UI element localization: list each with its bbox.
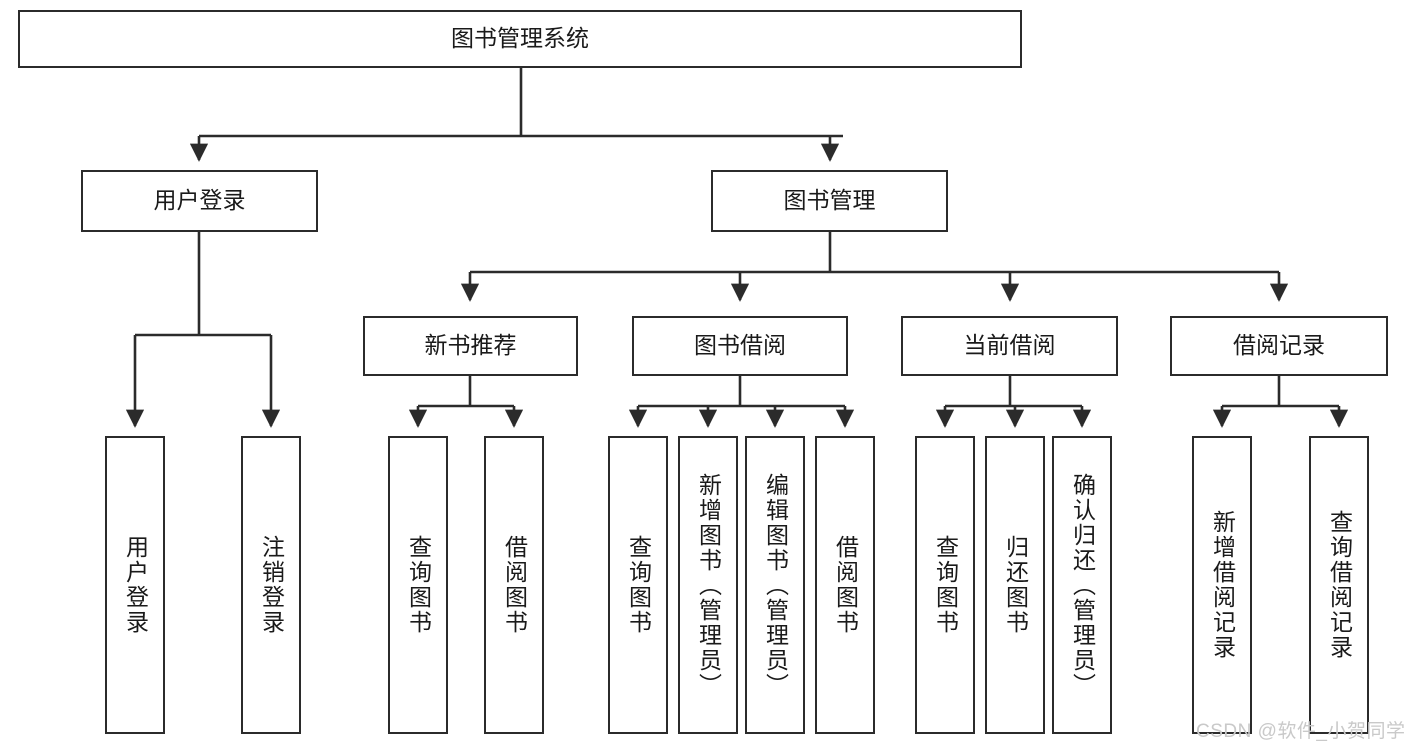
csdn-watermark: CSDN @软件_小贺同学	[1196, 721, 1405, 742]
leaf-logout-login[interactable]: 注销登录	[241, 436, 301, 734]
node-label: 新书推荐	[424, 332, 517, 359]
leaf-borrow-book-newbook[interactable]: 借阅图书	[484, 436, 544, 734]
node-label: 图书管理系统	[451, 25, 589, 52]
node-label: 借阅图书	[501, 535, 528, 635]
node-label: 查询图书	[625, 535, 652, 635]
node-root-system[interactable]: 图书管理系统	[18, 10, 1022, 68]
leaf-add-book-admin[interactable]: 新增图书（管理员）	[678, 436, 738, 734]
node-label: 图书借阅	[694, 332, 786, 359]
leaf-add-borrow-record[interactable]: 新增借阅记录	[1192, 436, 1252, 734]
node-borrow-record[interactable]: 借阅记录	[1170, 316, 1388, 376]
node-label: 查询借阅记录	[1326, 510, 1353, 660]
node-user-login[interactable]: 用户登录	[81, 170, 318, 232]
node-label: 借阅图书	[832, 535, 859, 635]
node-label: 借阅记录	[1233, 332, 1325, 359]
node-current-borrow[interactable]: 当前借阅	[901, 316, 1118, 376]
leaf-query-book-current[interactable]: 查询图书	[915, 436, 975, 734]
node-label: 新增图书（管理员）	[695, 472, 722, 698]
node-label: 新增借阅记录	[1209, 510, 1236, 660]
leaf-borrow-book[interactable]: 借阅图书	[815, 436, 875, 734]
node-label: 用户登录	[122, 535, 149, 635]
node-new-book-recommend[interactable]: 新书推荐	[363, 316, 578, 376]
leaf-confirm-return-admin[interactable]: 确认归还（管理员）	[1052, 436, 1112, 734]
leaf-user-login[interactable]: 用户登录	[105, 436, 165, 734]
node-book-management[interactable]: 图书管理	[711, 170, 948, 232]
leaf-query-borrow-record[interactable]: 查询借阅记录	[1309, 436, 1369, 734]
node-label: 用户登录	[153, 187, 246, 214]
node-label: 编辑图书（管理员）	[762, 472, 789, 698]
node-label: 图书管理	[783, 187, 876, 214]
node-book-borrow[interactable]: 图书借阅	[632, 316, 848, 376]
node-label: 查询图书	[932, 535, 959, 635]
node-label: 归还图书	[1002, 535, 1029, 635]
leaf-query-book-newbook[interactable]: 查询图书	[388, 436, 448, 734]
leaf-return-book[interactable]: 归还图书	[985, 436, 1045, 734]
leaf-edit-book-admin[interactable]: 编辑图书（管理员）	[745, 436, 805, 734]
node-label: 确认归还（管理员）	[1069, 472, 1096, 698]
node-label: 当前借阅	[963, 332, 1056, 359]
leaf-query-book-borrow[interactable]: 查询图书	[608, 436, 668, 734]
node-label: 查询图书	[405, 535, 432, 635]
node-label: 注销登录	[258, 535, 285, 635]
